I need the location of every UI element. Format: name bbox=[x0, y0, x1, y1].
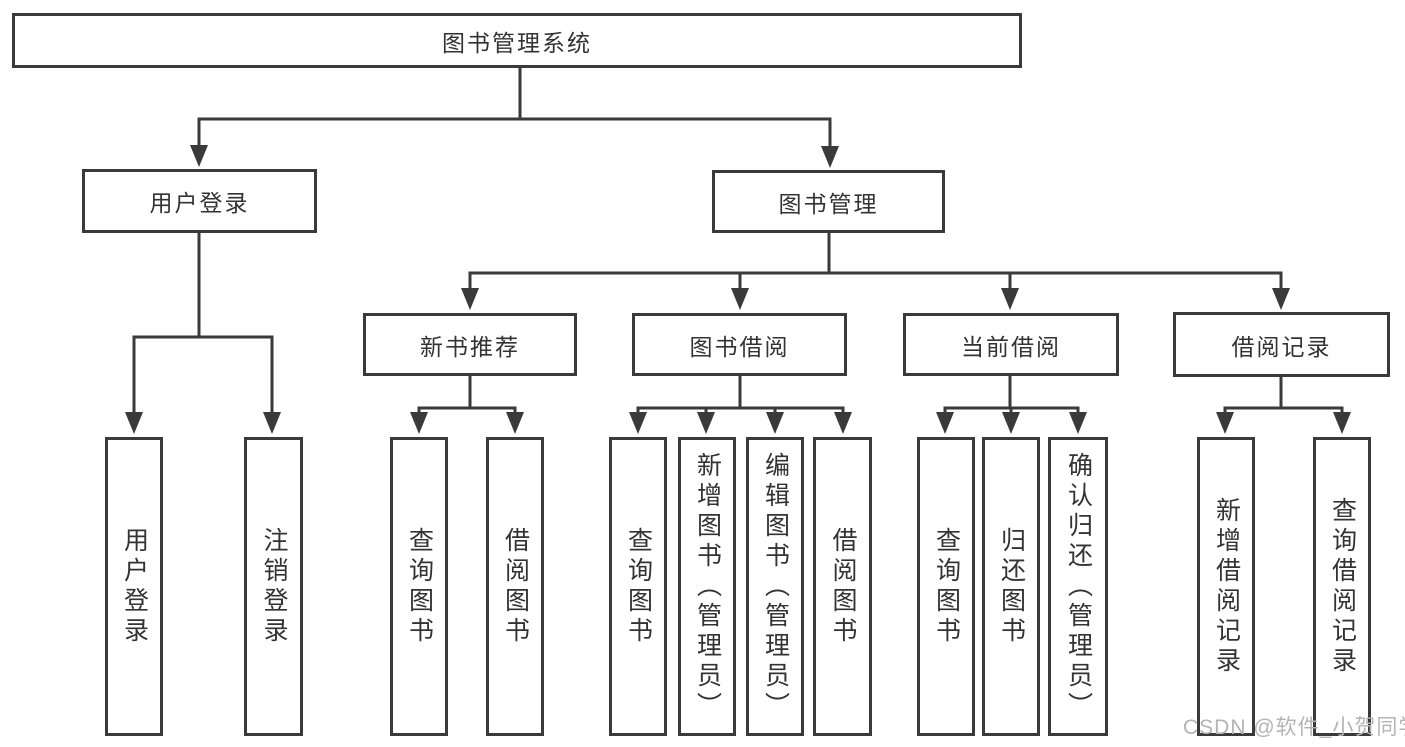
leaf-borrow-books-borrow: 借阅图书 bbox=[813, 437, 872, 736]
leaf-label: 查询借阅记录 bbox=[1328, 496, 1357, 677]
leaf-label: 注销登录 bbox=[260, 526, 288, 647]
leaf-label: 新增图书（管理员） bbox=[693, 451, 722, 722]
leaf-label: 归还图书 bbox=[997, 526, 1026, 647]
node-label: 图书管理系统 bbox=[442, 29, 592, 56]
node-label: 图书管理 bbox=[778, 190, 879, 217]
leaf-label: 借阅图书 bbox=[501, 526, 530, 647]
node-book-management: 图书管理 bbox=[712, 170, 945, 233]
leaf-query-books-borrow: 查询图书 bbox=[609, 437, 667, 736]
leaf-query-borrow-record: 查询借阅记录 bbox=[1313, 437, 1371, 736]
leaf-label: 借阅图书 bbox=[829, 526, 857, 647]
node-new-book-recommend: 新书推荐 bbox=[363, 313, 577, 376]
leaf-label: 查询图书 bbox=[932, 526, 961, 647]
node-label: 新书推荐 bbox=[420, 333, 520, 360]
leaf-label: 用户登录 bbox=[120, 526, 149, 647]
leaf-label: 查询图书 bbox=[405, 526, 434, 647]
node-current-borrow: 当前借阅 bbox=[903, 313, 1119, 376]
leaf-edit-books-admin: 编辑图书（管理员） bbox=[746, 437, 804, 736]
node-label: 借阅记录 bbox=[1231, 333, 1332, 360]
leaf-query-books-recommend: 查询图书 bbox=[390, 437, 448, 736]
leaf-label: 新增借阅记录 bbox=[1212, 496, 1241, 677]
leaf-user-login: 用户登录 bbox=[105, 437, 163, 736]
node-label: 图书借阅 bbox=[689, 333, 790, 360]
leaf-return-books: 归还图书 bbox=[982, 437, 1040, 736]
node-root-system: 图书管理系统 bbox=[12, 13, 1022, 68]
leaf-label: 查询图书 bbox=[624, 526, 653, 647]
leaf-add-borrow-record: 新增借阅记录 bbox=[1197, 437, 1255, 736]
csdn-watermark: CSDN @软件_小贺同学 bbox=[1183, 716, 1405, 739]
leaf-label: 确认归还（管理员） bbox=[1064, 451, 1093, 722]
leaf-confirm-return-admin: 确认归还（管理员） bbox=[1048, 437, 1108, 736]
node-book-borrow: 图书借阅 bbox=[632, 313, 847, 376]
leaf-borrow-books-recommend: 借阅图书 bbox=[486, 437, 544, 736]
node-label: 当前借阅 bbox=[961, 333, 1061, 360]
node-label: 用户登录 bbox=[149, 190, 250, 216]
leaf-add-books-admin: 新增图书（管理员） bbox=[678, 437, 736, 736]
leaf-query-books-current: 查询图书 bbox=[917, 437, 975, 736]
leaf-label: 编辑图书（管理员） bbox=[761, 451, 790, 722]
node-borrow-records: 借阅记录 bbox=[1173, 312, 1390, 377]
node-user-login: 用户登录 bbox=[82, 169, 317, 233]
leaf-logout: 注销登录 bbox=[244, 437, 303, 736]
